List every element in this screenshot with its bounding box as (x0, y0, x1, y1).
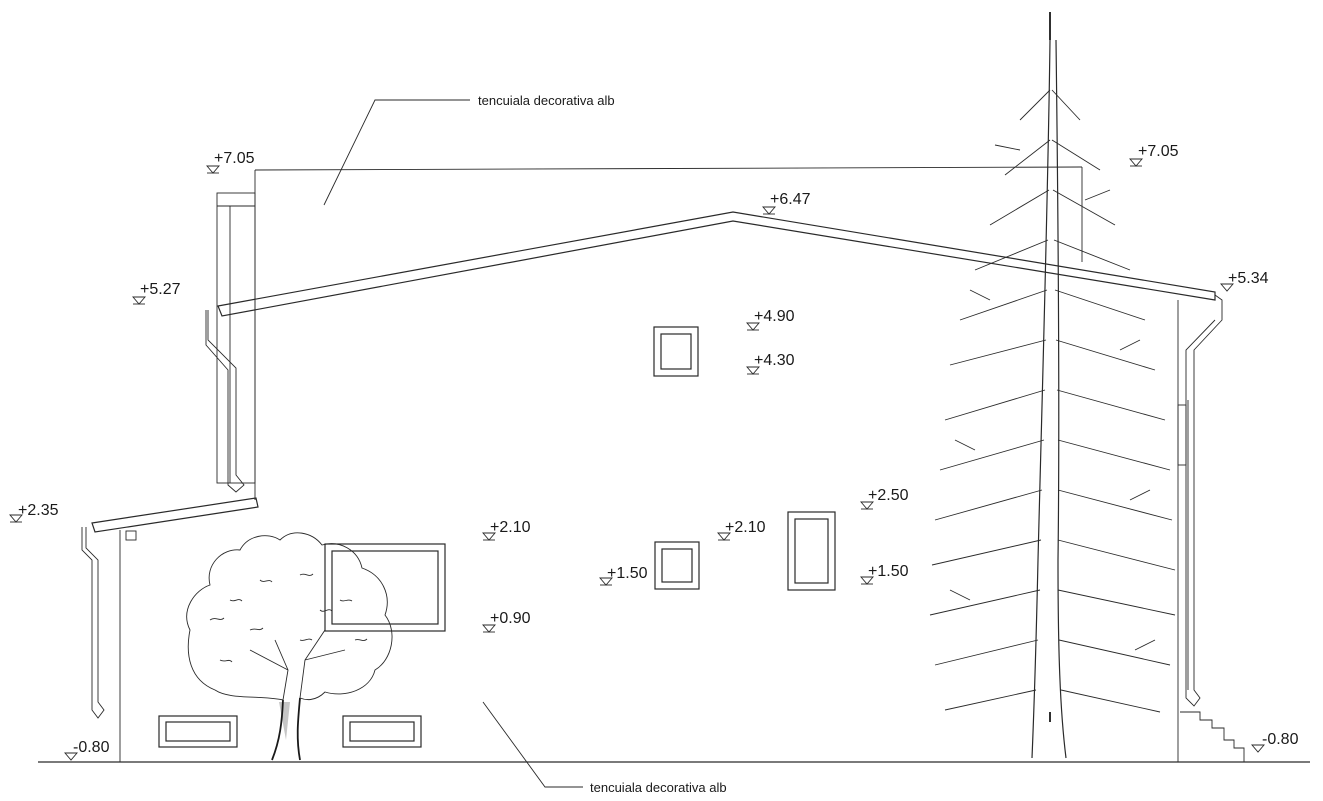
downpipe-upper-left (205, 310, 245, 493)
conifer-tree-icon (929, 12, 1176, 759)
level-label: -0.80 (1262, 731, 1299, 748)
level-label: +0.90 (490, 610, 531, 627)
downpipe-annex (81, 527, 105, 719)
level-label: +4.90 (754, 308, 795, 325)
main-wall (119, 166, 1179, 762)
basement-window-1 (158, 715, 238, 748)
level-label: +4.30 (754, 352, 795, 369)
annex-roof (91, 497, 259, 541)
chimney (216, 192, 256, 484)
level-label: +5.27 (140, 281, 181, 298)
basement-window-2 (342, 715, 422, 748)
level-triangle-icon (9, 158, 1265, 761)
level-label: +6.47 (770, 191, 811, 208)
window-wide-left (324, 543, 446, 632)
level-label: +7.05 (214, 150, 255, 167)
level-label: +2.50 (868, 487, 909, 504)
level-label: +2.35 (18, 502, 59, 519)
level-label: +1.50 (607, 565, 648, 582)
downpipe-right (1185, 294, 1223, 707)
window-tall (787, 511, 836, 591)
top-note: tencuiala decorativa alb (478, 93, 615, 108)
main-roof (217, 211, 1216, 317)
top-note-leader (323, 99, 470, 206)
level-label: +1.50 (868, 563, 909, 580)
window-attic (653, 326, 699, 377)
window-small-center (654, 541, 700, 590)
deciduous-tree-icon (186, 532, 393, 761)
level-label: +7.05 (1138, 143, 1179, 160)
level-label: +2.10 (725, 519, 766, 536)
bottom-note: tencuiala decorativa alb (590, 780, 727, 795)
steps (1177, 404, 1245, 762)
level-label: +2.10 (490, 519, 531, 536)
level-label: -0.80 (73, 739, 110, 756)
bottom-note-leader (482, 701, 583, 788)
level-label: +5.34 (1228, 270, 1269, 287)
